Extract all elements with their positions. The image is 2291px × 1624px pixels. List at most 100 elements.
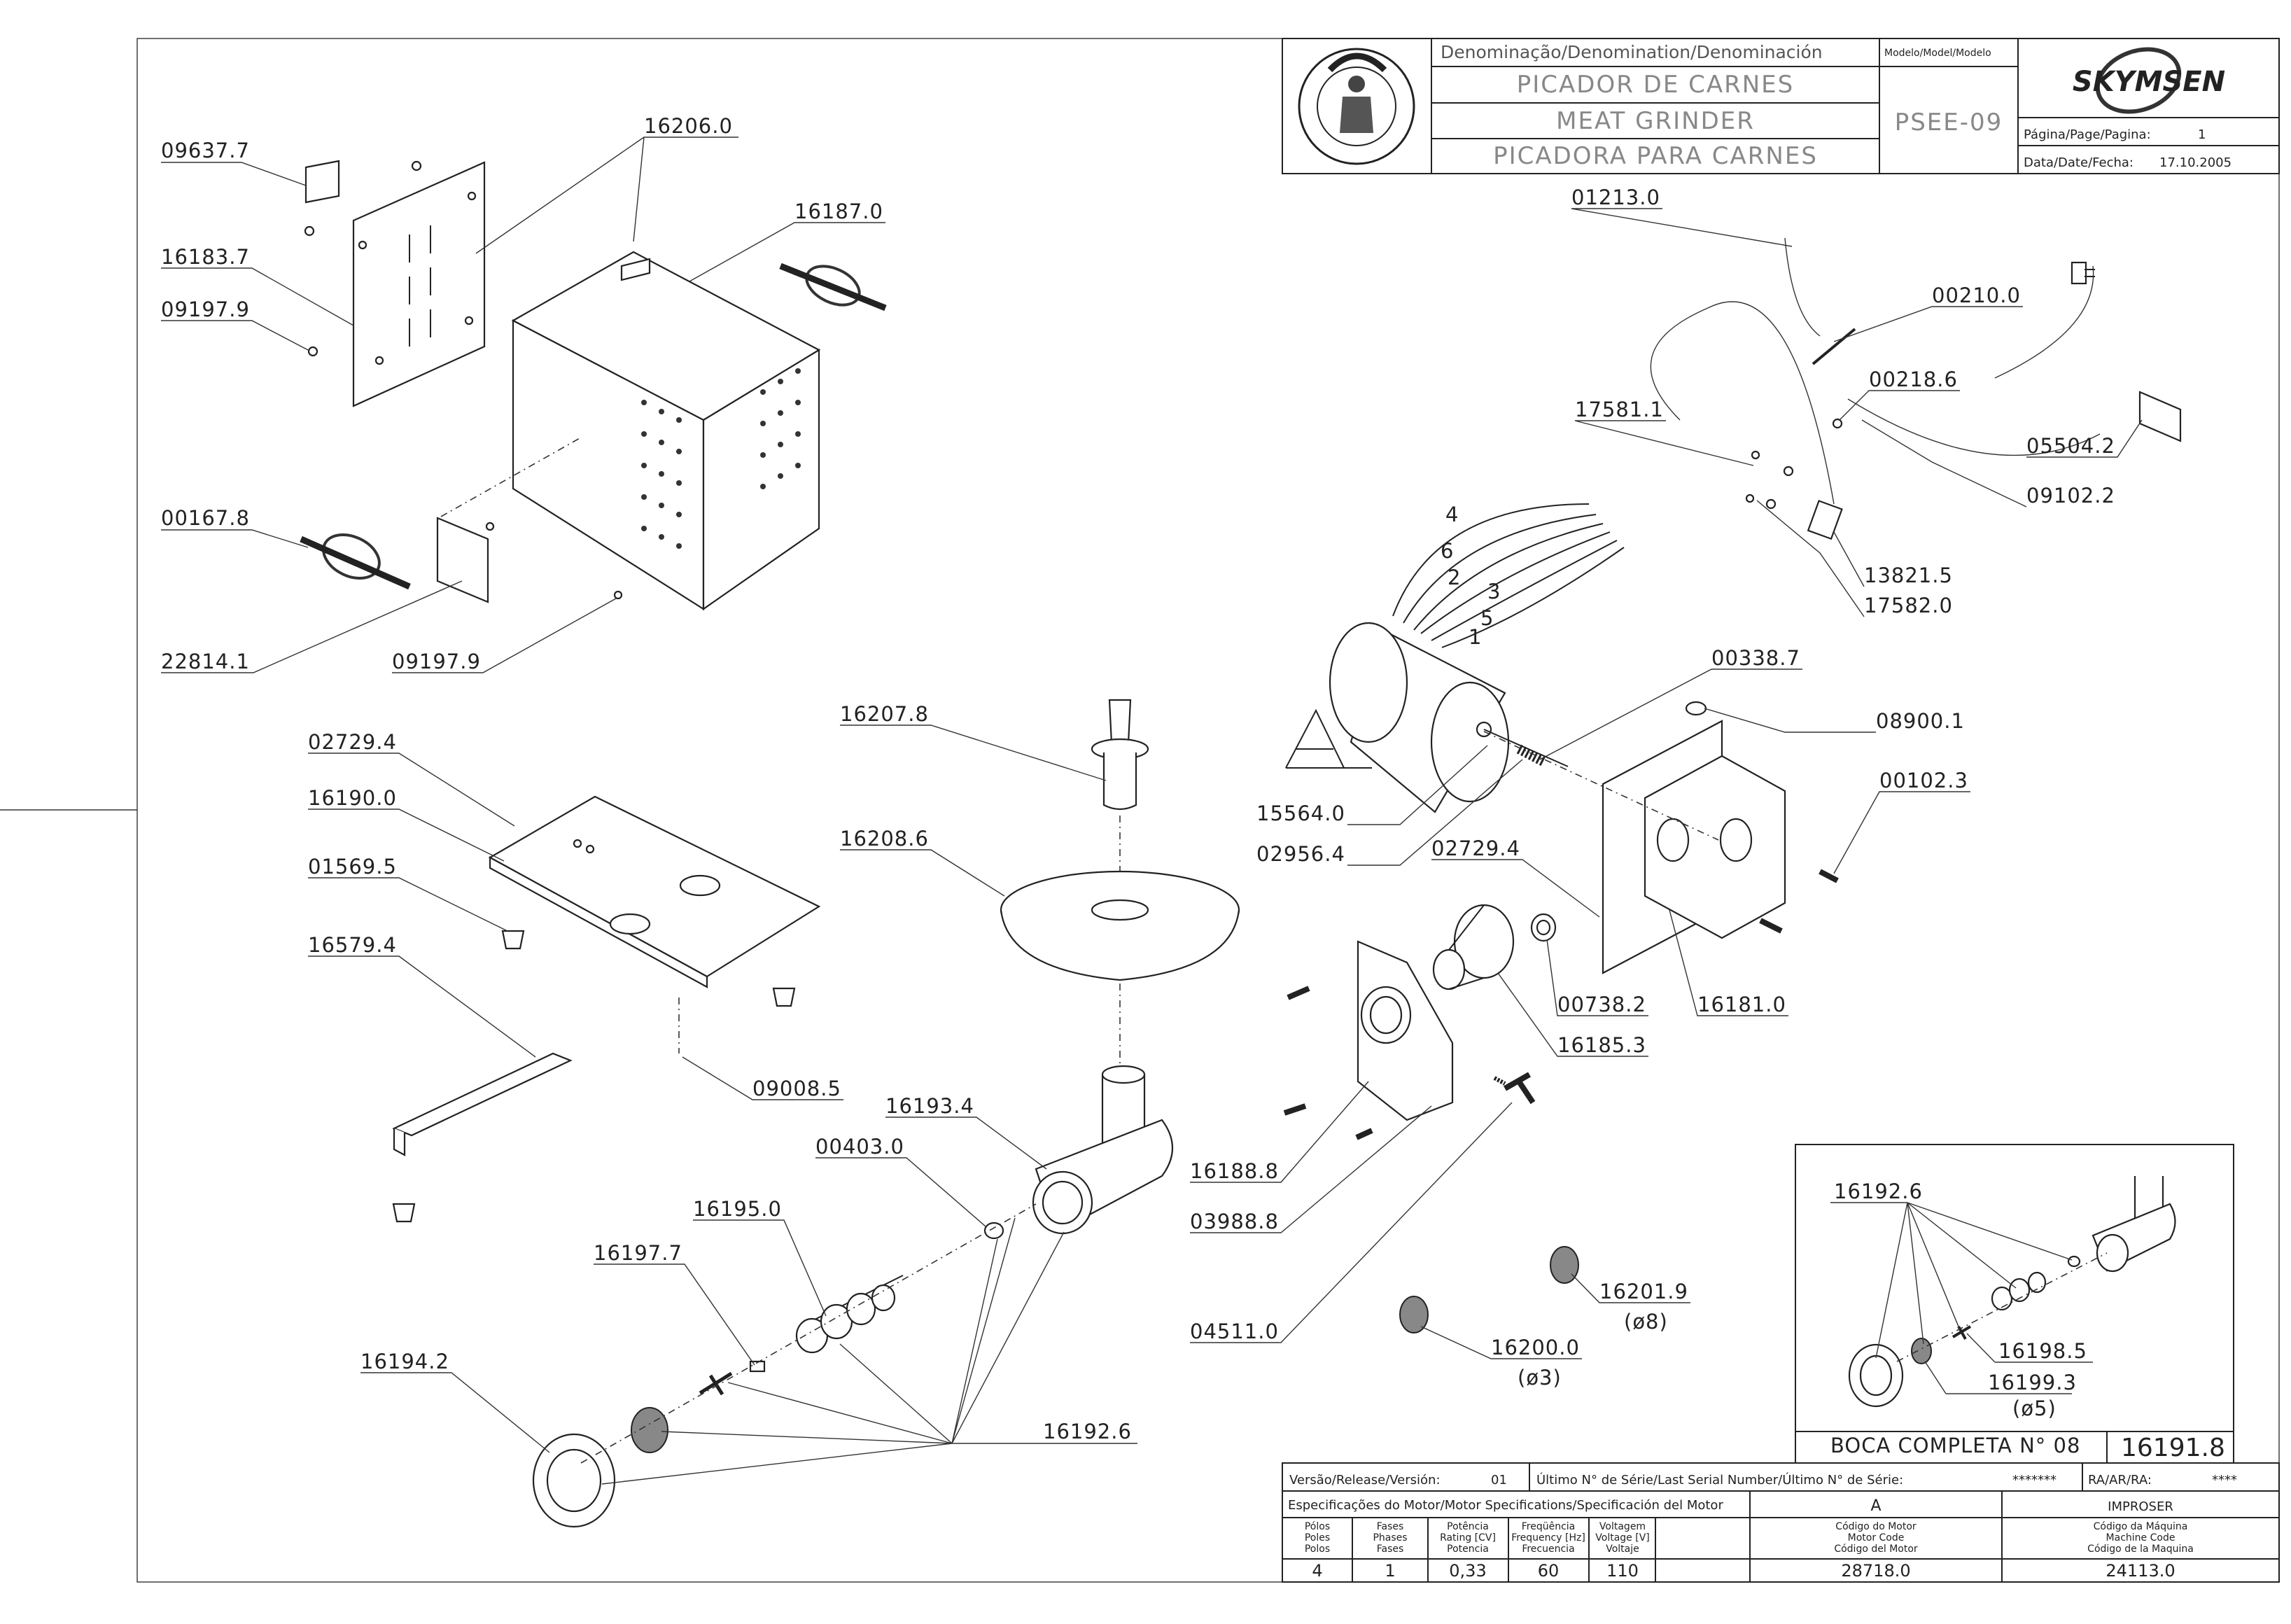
callout-16183-7: 16183.7 xyxy=(161,245,250,269)
name-es: PICADORA PARA CARNES xyxy=(1493,142,1818,170)
svg-text:Frecuencia: Frecuencia xyxy=(1522,1544,1574,1555)
maker: IMPROSER xyxy=(2108,1499,2173,1514)
motor-cover xyxy=(511,251,821,611)
callout-09008-5: 09008.5 xyxy=(752,1077,841,1100)
inset-code: 16191.8 xyxy=(2121,1434,2225,1462)
side-logo xyxy=(300,533,411,590)
callout-04511-0: 04511.0 xyxy=(1190,1320,1279,1343)
callout-00218-6: 00218.6 xyxy=(1869,368,1958,391)
screws xyxy=(304,160,422,357)
spec-values: 4 1 0,33 60 110 28718.0 24113.0 xyxy=(1312,1561,2175,1581)
svg-text:Potencia: Potencia xyxy=(1447,1544,1489,1555)
svg-text:Código del Motor: Código del Motor xyxy=(1834,1544,1918,1555)
callout-00167-8: 00167.8 xyxy=(161,506,250,530)
svg-text:0,33: 0,33 xyxy=(1449,1561,1486,1581)
callouts: 09637.7 16206.0 16183.7 09197.9 16187.0 … xyxy=(161,114,2143,1485)
callout-09197-9-b: 09197.9 xyxy=(392,650,481,673)
svg-text:Código da Máquina: Código da Máquina xyxy=(2094,1521,2188,1532)
callout-17581-1: 17581.1 xyxy=(1575,398,1664,421)
washer xyxy=(983,1222,1004,1240)
svg-text:Voltage [V]: Voltage [V] xyxy=(1595,1532,1649,1544)
info-block: Versão/Release/Versión: 01 Último N° de … xyxy=(1282,1462,2280,1583)
label-sticker xyxy=(304,160,340,204)
svg-text:Código do Motor: Código do Motor xyxy=(1835,1521,1917,1532)
inset-caption: BOCA COMPLETA N° 08 xyxy=(1830,1434,2080,1457)
svg-text:28718.0: 28718.0 xyxy=(1841,1561,1910,1581)
foot-bracket xyxy=(392,1052,573,1156)
star-knife xyxy=(1493,1072,1536,1105)
cover-logo xyxy=(779,262,887,312)
callout-22814-1: 22814.1 xyxy=(161,650,250,673)
cable-tie xyxy=(1812,328,1856,365)
callout-00738-2: 00738.2 xyxy=(1557,993,1646,1016)
seal-ring xyxy=(1530,913,1557,942)
callout-16194-2: 16194.2 xyxy=(360,1350,449,1373)
plate xyxy=(631,1407,668,1453)
serial-label: Último N° de Série/Last Serial Number/Úl… xyxy=(1536,1472,1903,1488)
model-code: PSEE-09 xyxy=(1895,108,2003,136)
note-o3: (ø3) xyxy=(1518,1366,1562,1390)
svg-text:Frequency [Hz]: Frequency [Hz] xyxy=(1511,1532,1585,1544)
callout-02729-4-b: 02729.4 xyxy=(1431,836,1520,860)
svg-text:60: 60 xyxy=(1538,1561,1560,1581)
date-label: Data/Date/Fecha: xyxy=(2024,155,2134,170)
serial-value: ******* xyxy=(2012,1473,2057,1488)
svg-text:Freqüência: Freqüência xyxy=(1522,1521,1576,1532)
front-flange xyxy=(1357,940,1454,1121)
note-o8: (ø8) xyxy=(1624,1310,1668,1334)
svg-text:1: 1 xyxy=(1469,625,1482,649)
callout-16195-0: 16195.0 xyxy=(693,1197,782,1221)
inset-note-o5: (ø5) xyxy=(2012,1396,2057,1420)
wire-numbers: 4 6 2 3 5 1 xyxy=(1441,503,1501,649)
motor-mount xyxy=(1602,720,1786,974)
inset-box: 16192.6 16198.5 16199.3 (ø5) BOCA COMPLE… xyxy=(1795,1144,2234,1464)
date-value: 17.10.2005 xyxy=(2159,155,2232,170)
callout-00102-3: 00102.3 xyxy=(1879,769,1968,792)
terminals xyxy=(1745,450,1760,503)
motor-wires xyxy=(1392,237,2101,648)
callout-00210-0: 00210.0 xyxy=(1932,284,2021,307)
svg-text:Código de la Maquina: Código de la Maquina xyxy=(2087,1544,2194,1555)
back-plate xyxy=(352,161,486,407)
motor-tag: A xyxy=(1285,708,1372,769)
ra-label: RA/AR/RA: xyxy=(2088,1473,2152,1488)
callout-16579-4: 16579.4 xyxy=(308,933,397,957)
svg-text:Poles: Poles xyxy=(1305,1532,1330,1544)
grinder-body xyxy=(1032,1065,1174,1235)
svg-text:24113.0: 24113.0 xyxy=(2106,1561,2175,1581)
spec-headers: Pólos Poles Polos Fases Phases Fases Pot… xyxy=(1305,1521,2194,1555)
title-block: Denominação/Denomination/Denominación Mo… xyxy=(1282,38,2280,174)
callout-16207-8: 16207.8 xyxy=(840,702,929,726)
grinding-plates xyxy=(1399,1246,1579,1334)
page-number: 1 xyxy=(2198,127,2206,142)
svg-text:4: 4 xyxy=(1312,1561,1322,1581)
callout-01569-5: 01569.5 xyxy=(308,855,397,878)
svg-text:4: 4 xyxy=(1445,503,1459,526)
name-en: MEAT GRINDER xyxy=(1556,107,1755,135)
svg-text:6: 6 xyxy=(1441,539,1454,563)
svg-text:Voltagem: Voltagem xyxy=(1599,1521,1646,1532)
ra-value: **** xyxy=(2212,1473,2237,1488)
callout-16192-6: 16192.6 xyxy=(1043,1420,1132,1443)
svg-text:110: 110 xyxy=(1606,1561,1639,1581)
svg-text:Polos: Polos xyxy=(1305,1544,1330,1555)
callout-09102-2: 09102.2 xyxy=(2026,484,2115,507)
denomination-label: Denominação/Denomination/Denominación xyxy=(1441,42,1823,62)
svg-text:Pólos: Pólos xyxy=(1305,1521,1330,1532)
svg-text:3: 3 xyxy=(1487,580,1501,603)
callout-02729-4-a: 02729.4 xyxy=(308,730,397,754)
model-label: Modelo/Model/Modelo xyxy=(1884,48,1991,59)
callout-08900-1: 08900.1 xyxy=(1876,709,1965,733)
label-plate xyxy=(436,517,489,603)
version-label: Versão/Release/Versión: xyxy=(1289,1473,1441,1488)
callout-05504-2: 05504.2 xyxy=(2026,434,2115,458)
knife xyxy=(699,1371,733,1396)
callout-16188-8: 16188.8 xyxy=(1190,1159,1279,1183)
svg-text:2: 2 xyxy=(1448,566,1461,589)
bolts xyxy=(1283,869,1839,1140)
callout-00403-0: 00403.0 xyxy=(815,1135,904,1158)
svg-text:Machine Code: Machine Code xyxy=(2106,1532,2176,1544)
version-value: 01 xyxy=(1491,1473,1507,1488)
svg-text:Fases: Fases xyxy=(1377,1521,1404,1532)
